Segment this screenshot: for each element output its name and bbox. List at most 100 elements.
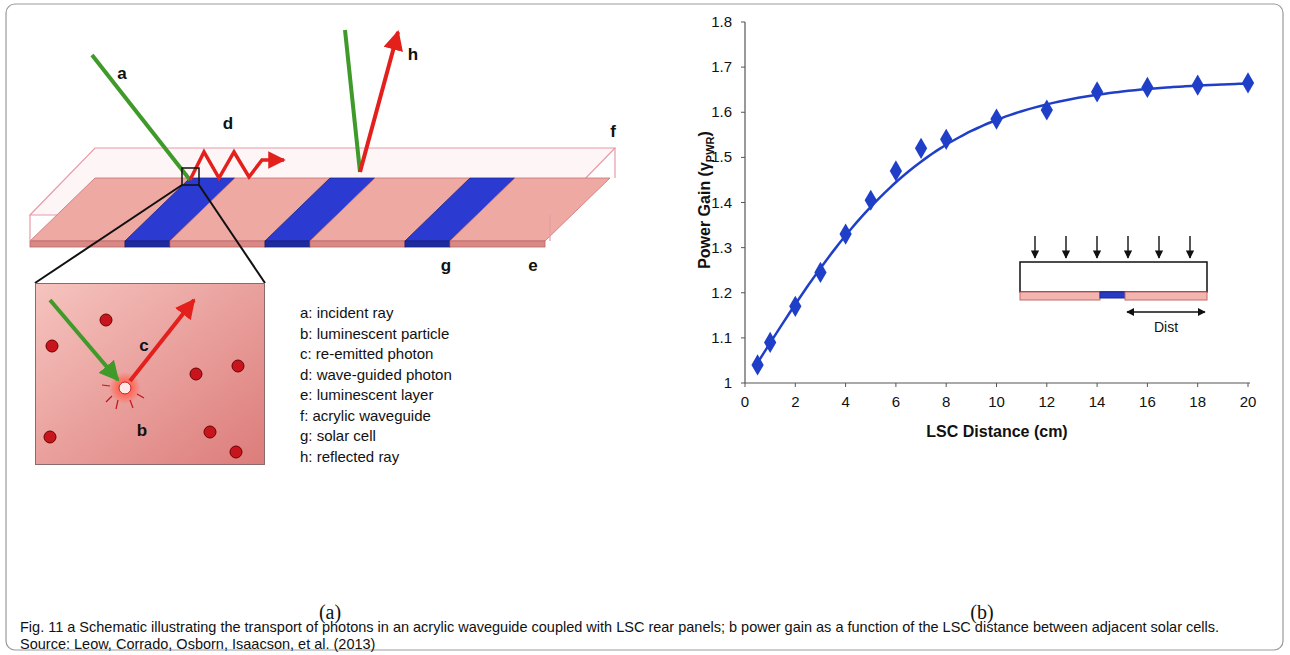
strip-front — [125, 241, 170, 247]
data-point — [839, 223, 851, 244]
x-tick-label: 0 — [741, 393, 749, 410]
luminescent-particle — [190, 368, 202, 380]
strip-front — [405, 241, 450, 247]
key-entry: d: wave-guided photon — [300, 366, 452, 383]
callout-letter: a — [117, 64, 126, 84]
incident-ray — [92, 55, 190, 180]
figure-caption: Fig. 11 a Schematic illustrating the tra… — [20, 619, 1270, 653]
x-tick-label: 16 — [1139, 393, 1156, 410]
dimension-label: Dist — [1154, 319, 1178, 335]
callout-letter: g — [441, 256, 451, 276]
strip-front — [310, 241, 405, 247]
axis-ticks — [741, 22, 1248, 387]
zoom-leader — [199, 185, 265, 283]
y-tick — [741, 337, 745, 338]
y-tick-label: 1.4 — [711, 194, 732, 211]
data-point — [1041, 99, 1053, 120]
waveguide-edge — [549, 215, 550, 241]
y-tick-label: 1.6 — [711, 104, 732, 121]
data-point — [915, 138, 927, 159]
data-point — [940, 129, 952, 150]
y-tick — [741, 67, 745, 68]
inset-background — [35, 283, 265, 465]
callout-letter: f — [610, 122, 616, 142]
figure-frame — [6, 4, 1283, 650]
inset-lsc — [1125, 292, 1207, 300]
emission-rays — [102, 385, 144, 409]
axis-title: Power Gain (γPWR) — [696, 131, 716, 269]
x-tick — [1097, 383, 1098, 387]
data-point — [1091, 81, 1103, 102]
data-point — [751, 354, 763, 375]
x-tick-label: 20 — [1240, 393, 1257, 410]
x-tick — [845, 383, 846, 387]
sun-arrow — [1065, 236, 1066, 258]
x-tick-label: 8 — [942, 393, 950, 410]
luminescent-layer — [450, 178, 610, 247]
y-tick-label: 1.7 — [711, 59, 732, 76]
luminescent-particle — [100, 314, 112, 326]
x-axis — [745, 382, 1250, 383]
sun-arrow — [1034, 236, 1035, 258]
callout-letter: d — [223, 114, 233, 134]
inset-lsc — [1020, 292, 1100, 300]
x-tick — [895, 383, 896, 387]
x-tick — [1147, 383, 1148, 387]
key-entry: f: acrylic waveguide — [300, 407, 431, 424]
luminescent-particle — [232, 360, 244, 372]
y-tick — [741, 112, 745, 113]
inset-waveguide — [1020, 262, 1207, 292]
data-points — [751, 72, 1254, 375]
key-entry: g: solar cell — [300, 427, 376, 444]
y-tick — [741, 22, 745, 23]
callout-letter: e — [528, 256, 537, 276]
strip-front — [450, 241, 545, 247]
x-tick-label: 4 — [841, 393, 849, 410]
key-entry: c: re-emitted photon — [300, 345, 433, 362]
excited-particle — [119, 382, 131, 394]
y-tick — [741, 202, 745, 203]
x-tick — [1197, 383, 1198, 387]
luminescent-particle — [46, 340, 58, 352]
magnified-view: bc — [35, 283, 265, 465]
incident-ray — [50, 300, 118, 380]
zoom-square — [182, 168, 199, 185]
y-tick — [741, 383, 745, 384]
sun-arrow — [1189, 236, 1190, 258]
luminescent-particle — [230, 446, 242, 458]
y-tick — [741, 292, 745, 293]
sun-arrow — [1158, 236, 1159, 258]
x-tick — [946, 383, 947, 387]
key-entry: a: incident ray — [300, 304, 393, 321]
inset-solar-cell — [1100, 292, 1125, 298]
data-point — [789, 296, 801, 317]
y-tick — [741, 247, 745, 248]
y-tick-label: 1.1 — [711, 329, 732, 346]
zoom-leader — [35, 185, 182, 283]
data-point — [1192, 75, 1204, 96]
axis-title-part: ) — [696, 131, 713, 136]
wave-guided-photon — [190, 152, 284, 180]
x-tick-label: 12 — [1038, 393, 1055, 410]
luminescent-strips — [30, 178, 610, 247]
key-entry: h: reflected ray — [300, 448, 399, 465]
axis-title-part: Power Gain (γ — [696, 162, 713, 269]
luminescent-particles — [44, 314, 244, 458]
strip-top — [450, 178, 610, 241]
key-entry: b: luminescent particle — [300, 325, 449, 342]
subscript: PWR — [704, 136, 716, 162]
fit-curve — [758, 84, 1248, 363]
luminescent-particle — [204, 426, 216, 438]
x-tick — [1046, 383, 1047, 387]
y-tick-label: 1.2 — [711, 284, 732, 301]
callout-letter: c — [139, 336, 148, 356]
x-tick-label: 10 — [988, 393, 1005, 410]
y-tick — [741, 157, 745, 158]
sun-arrow — [1127, 236, 1128, 258]
x-tick-label: 14 — [1089, 393, 1106, 410]
y-tick-label: 1.8 — [711, 13, 732, 30]
x-tick — [795, 383, 796, 387]
data-point — [1141, 77, 1153, 98]
